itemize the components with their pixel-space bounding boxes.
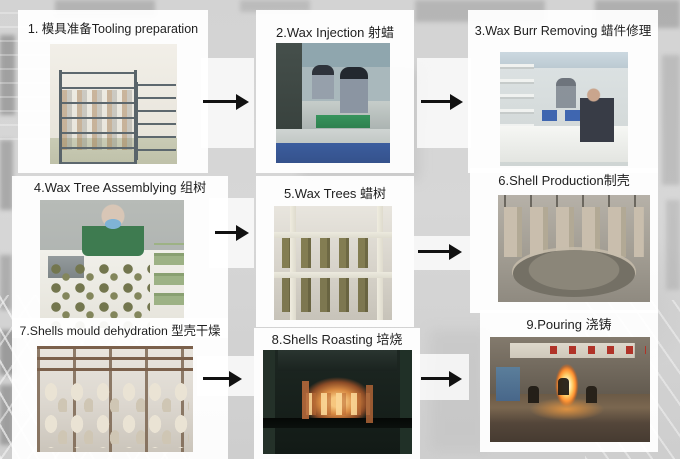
step-label: 4.Wax Tree Assemblying 组树 xyxy=(33,180,207,195)
step-card-wax-tree-assemblying: 4.Wax Tree Assemblying 组树 xyxy=(12,176,228,338)
step-label: 3.Wax Burr Removing 蜡件修理 xyxy=(474,24,652,38)
background-blob xyxy=(0,35,15,115)
background-blob xyxy=(0,140,13,210)
background-blob xyxy=(666,200,680,290)
step-card-tooling-preparation: 1. 模具准备Tooling preparation xyxy=(18,10,208,173)
arrow-right-icon xyxy=(203,93,249,110)
step-label: 2.Wax Injection 射蜡 xyxy=(275,25,394,40)
photo-shell-production xyxy=(498,195,650,302)
photo-wax-injection xyxy=(276,43,390,163)
step-label: 6.Shell Production制壳 xyxy=(498,173,630,188)
arrow-right-icon xyxy=(421,370,462,387)
photo-wax-trees xyxy=(274,206,392,320)
step-label: 5.Wax Trees 蜡树 xyxy=(283,186,387,201)
photo-wax-burr-removing xyxy=(500,52,628,166)
photo-pouring xyxy=(490,337,650,442)
step-label: 7.Shells mould dehydration 型壳干燥 xyxy=(19,324,221,338)
photo-wax-tree-assemblying xyxy=(40,200,184,332)
arrow-right-icon xyxy=(418,243,462,260)
step-card-wax-burr-removing: 3.Wax Burr Removing 蜡件修理 xyxy=(468,10,658,173)
arrow-right-icon xyxy=(421,93,463,110)
step-card-pouring: 9.Pouring 浇铸 xyxy=(480,310,658,452)
arrow-right-icon xyxy=(215,224,249,241)
arrow-right-icon xyxy=(203,370,242,387)
step-label: 8.Shells Roasting 培烧 xyxy=(271,332,403,347)
photo-shells-mould-dehydration xyxy=(37,346,193,452)
step-label: 1. 模具准备Tooling preparation xyxy=(27,22,199,36)
arrow-backdrop xyxy=(197,356,254,396)
step-card-shells-mould-dehydration: 7.Shells mould dehydration 型壳干燥 xyxy=(12,318,228,459)
step-card-shells-roasting: 8.Shells Roasting 培烧 xyxy=(254,328,420,459)
photo-tooling-preparation xyxy=(50,44,177,164)
photo-shells-roasting xyxy=(263,350,412,454)
step-card-shell-production: 6.Shell Production制壳 xyxy=(470,168,658,313)
step-label: 9.Pouring 浇铸 xyxy=(526,317,612,332)
background-blob xyxy=(662,55,680,185)
background-blob xyxy=(240,0,310,12)
step-card-wax-trees: 5.Wax Trees 蜡树 xyxy=(256,176,414,327)
step-card-wax-injection: 2.Wax Injection 射蜡 xyxy=(256,10,414,173)
